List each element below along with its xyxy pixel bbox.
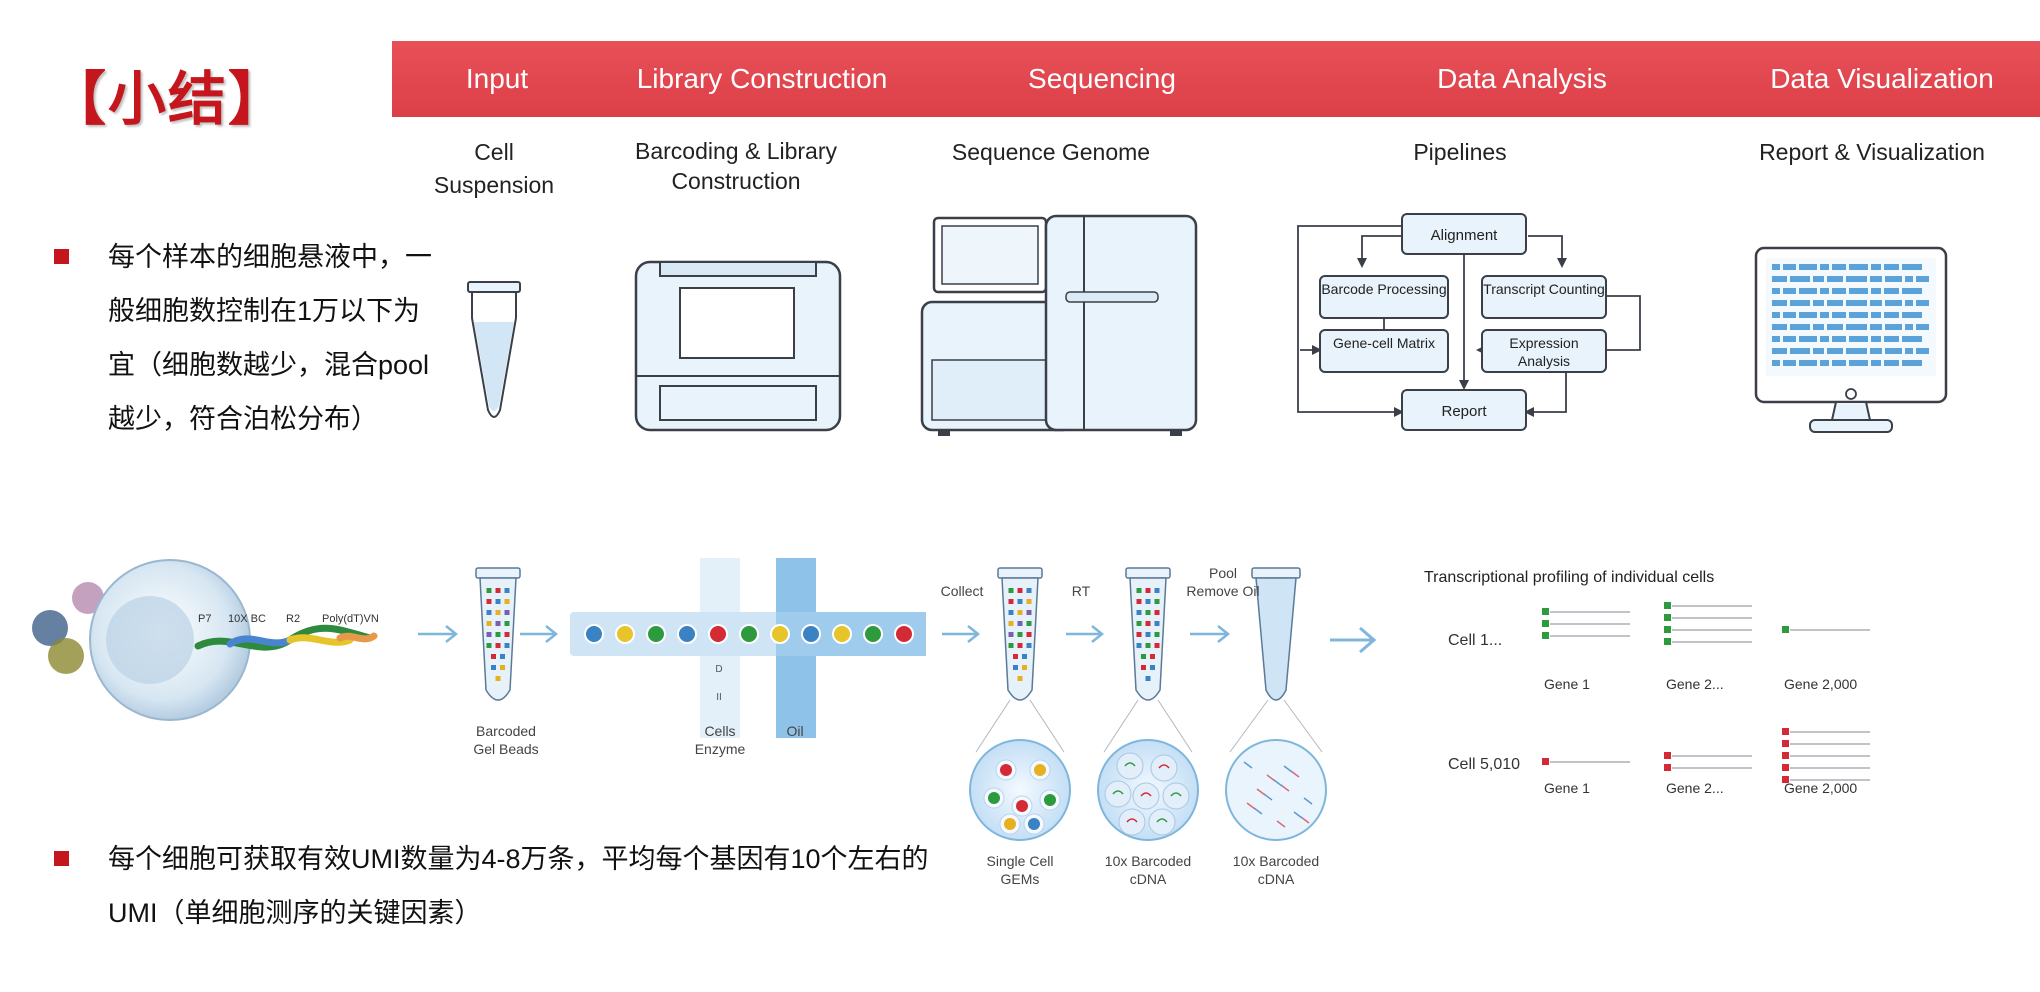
- profiling-gene-label: Gene 1: [1544, 780, 1590, 796]
- svg-text:D: D: [715, 664, 722, 675]
- label-p7: P7: [198, 613, 211, 625]
- node-expression-analysis: Expression Analysis: [1509, 335, 1579, 369]
- bullet-text: 每个样本的细胞悬液中，一般细胞数控制在1万以下为宜（细胞数越少，混合pool越少…: [108, 242, 432, 434]
- subtitle-cell-suspension: Cell Suspension: [433, 139, 555, 198]
- node-barcode-processing: Barcode Processing: [1321, 281, 1447, 297]
- gem-droplet-icon: [969, 739, 1071, 841]
- profiling-gene-label: Gene 2...: [1666, 676, 1724, 692]
- profiling-title: Transcriptional profiling of individual …: [1424, 569, 1714, 586]
- label-10xbc: 10X BC: [228, 613, 266, 625]
- gene-count-marker: [1664, 614, 1671, 621]
- page-title: 【小结】: [48, 65, 289, 133]
- profiling-cell-label: Cell 5,010: [1448, 756, 1521, 773]
- node-gene-cell-matrix: Gene-cell Matrix: [1333, 335, 1435, 351]
- profiling-cell-label: Cell 1...: [1448, 632, 1503, 649]
- caption-rt: RT: [1071, 583, 1091, 599]
- pooled-cdna-icon: [1225, 739, 1327, 841]
- node-alignment: Alignment: [1431, 227, 1499, 244]
- controller-device-icon: [634, 260, 842, 432]
- node-report: Report: [1441, 403, 1487, 420]
- caption-pool-remove-oil: Pool Remove Oil: [1186, 565, 1260, 599]
- gene-count-marker: [1664, 764, 1671, 771]
- gene-count-marker: [1782, 728, 1789, 735]
- bullet-umi-count: 每个细胞可获取有效UMI数量为4-8万条，平均每个基因有10个左右的UMI（单细…: [54, 832, 948, 940]
- pool-tube-icon: [1251, 567, 1301, 701]
- rt-tube-icon: [1125, 567, 1171, 701]
- gene-count-marker: [1542, 632, 1549, 639]
- bullet-square-icon: [54, 249, 69, 264]
- subtitle-pipelines: Pipelines: [1413, 139, 1507, 165]
- stage-data-analysis: Data Analysis: [1437, 63, 1607, 94]
- microfluidic-chip-icon: [570, 558, 926, 738]
- bullet-text: 每个细胞可获取有效UMI数量为4-8万条，平均每个基因有10个左右的UMI（单细…: [108, 844, 929, 928]
- stage-sequencing: Sequencing: [1028, 63, 1176, 94]
- stage-data-visualization: Data Visualization: [1770, 63, 1994, 94]
- svg-text:II: II: [716, 692, 722, 703]
- caption-barcoded-cdna-1: 10x Barcoded cDNA: [1104, 853, 1192, 887]
- gene-count-marker: [1542, 620, 1549, 627]
- monitor-icon: [1754, 246, 1948, 433]
- caption-barcoded-cdna-2: 10x Barcoded cDNA: [1232, 853, 1320, 887]
- gene-count-marker: [1664, 602, 1671, 609]
- label-polydt: Poly(dT)VN: [322, 613, 379, 625]
- profiling-gene-label: Gene 2...: [1666, 780, 1724, 796]
- bead-tube-icon: [475, 567, 521, 701]
- gene-count-marker: [1782, 626, 1789, 633]
- profiling-gene-label: Gene 1: [1544, 676, 1590, 692]
- gene-count-marker: [1664, 626, 1671, 633]
- gene-count-marker: [1664, 638, 1671, 645]
- bullet-cell-count: 每个样本的细胞悬液中，一般细胞数控制在1万以下为宜（细胞数越少，混合pool越少…: [54, 230, 438, 446]
- sequencer-icon: [920, 214, 1198, 436]
- stage-library-construction: Library Construction: [636, 63, 888, 94]
- workflow-banner: Input Library Construction Sequencing Da…: [392, 41, 2040, 117]
- gel-bead-icon: [32, 559, 378, 721]
- gene-count-marker: [1782, 776, 1789, 783]
- tube-icon: [467, 281, 521, 418]
- collect-tube-icon: [997, 567, 1043, 701]
- caption-single-cell-gems: Single Cell GEMs: [986, 853, 1054, 887]
- profiling-gene-label: Gene 2,000: [1784, 676, 1858, 692]
- caption-barcoded-gel-beads: Barcoded Gel Beads: [473, 723, 539, 757]
- stage-input: Input: [465, 63, 529, 94]
- gene-count-marker: [1782, 764, 1789, 771]
- node-transcript-counting: Transcript Counting: [1483, 281, 1605, 297]
- subtitle-report-visualization: Report & Visualization: [1759, 139, 1985, 165]
- subtitle-sequence-genome: Sequence Genome: [951, 139, 1151, 165]
- cdna-droplet-icon: [1097, 739, 1199, 841]
- caption-collect: Collect: [940, 583, 984, 599]
- gene-count-marker: [1782, 740, 1789, 747]
- gene-count-marker: [1542, 758, 1549, 765]
- gene-count-marker: [1542, 608, 1549, 615]
- gene-count-marker: [1664, 752, 1671, 759]
- bullet-square-icon: [54, 851, 69, 866]
- gene-count-marker: [1782, 752, 1789, 759]
- caption-oil: Oil: [786, 723, 804, 739]
- subtitle-barcoding: Barcoding & Library Construction: [635, 138, 837, 194]
- caption-cells-enzyme: Cells Enzyme: [694, 723, 746, 757]
- label-r2: R2: [286, 613, 300, 625]
- pipeline-flowchart: Alignment Report: [1297, 213, 1641, 431]
- profiling-gene-label: Gene 2,000: [1784, 780, 1858, 796]
